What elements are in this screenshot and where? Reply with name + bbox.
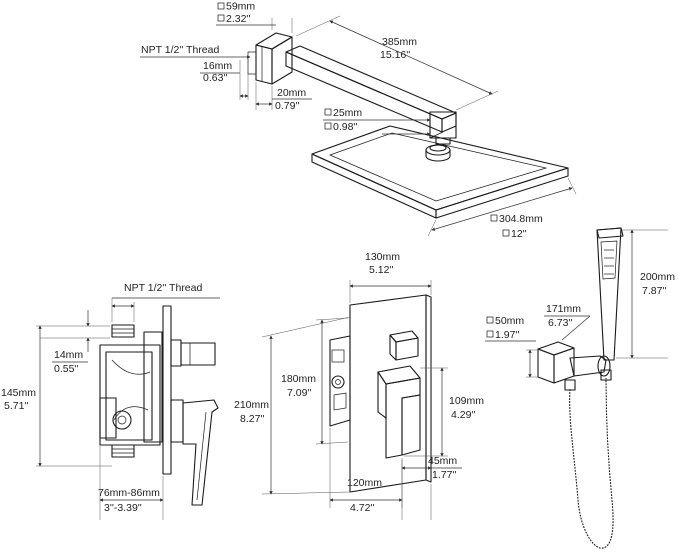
valve-rough-body-front: [329, 335, 351, 427]
dim-plate-width: 130mm 5.12'': [349, 251, 432, 303]
valve-side-wall-plate: [162, 305, 172, 475]
dim-valve-height: 145mm 5.71'': [1, 325, 112, 467]
dim-flange-square-mm: 59mm: [226, 1, 255, 13]
dim-valve-nipple: 14mm 0.55'': [40, 310, 110, 375]
dim-body-width: 120mm 4.72'': [329, 428, 403, 514]
dim-holder-length-in: 6.73'': [548, 317, 572, 329]
arm-thread-label: NPT 1/2'' Thread: [141, 44, 219, 56]
dim-holder-square: 50mm 1.97'': [485, 315, 538, 378]
dim-flange-square: 59mm 2.32'': [216, 1, 293, 33]
dim-plate-height-mm: 210mm: [234, 399, 269, 411]
dim-plate-width-mm: 130mm: [365, 251, 400, 263]
dim-thread-length-in: 0.63'': [203, 72, 227, 84]
dim-head-square-in: 12'': [511, 228, 527, 240]
dim-arm-length: 385mm 15.16'': [295, 15, 499, 111]
dim-thread-length-mm: 16mm: [203, 60, 232, 72]
dim-handle-depth-in: 1.77'': [432, 469, 456, 481]
dim-body-height: 180mm 7.09'': [281, 317, 349, 445]
dim-arm-square-mm: 25mm: [333, 107, 362, 119]
arm-wall-flange: [247, 32, 293, 85]
dim-handle-depth: 45mm 1.77'': [401, 455, 462, 520]
valve-thread-label: NPT 1/2'' Thread: [124, 282, 202, 294]
shower-hose: [564, 369, 615, 550]
dim-body-height-mm: 180mm: [281, 373, 316, 385]
shower-arm-assembly: 59mm 2.32'' NPT 1/2'' Thread 16mm 0.63''…: [140, 1, 577, 240]
dim-plate-height: 210mm 8.27'': [234, 316, 351, 495]
shower-arm: [285, 45, 457, 139]
dim-arm-square-in: 0.98'': [333, 121, 357, 133]
dim-handle-height: 109mm 4.29'': [404, 367, 484, 457]
dim-flange-depth: 20mm 0.79'': [255, 82, 312, 112]
dim-valve-depth: 76mm-86mm 3''-3.39'': [98, 446, 164, 520]
dim-valve-height-mm: 145mm: [1, 387, 36, 399]
dim-body-width-in: 4.72'': [350, 502, 374, 514]
dim-holder-length: 171mm 6.73'': [544, 303, 591, 341]
dim-handle-height-mm: 109mm: [449, 395, 484, 407]
dim-handheld-height: 200mm 7.87'': [616, 229, 675, 359]
valve-rough-in-body: [99, 324, 163, 458]
valve-side-view: NPT 1/2'' Thread 14mm 0.55'' 145mm 5.71'…: [1, 282, 220, 520]
dim-arm-thread: NPT 1/2'' Thread: [140, 44, 251, 59]
dim-valve-thread: NPT 1/2'' Thread: [111, 282, 220, 322]
dim-handle-depth-mm: 45mm: [428, 455, 457, 467]
valve-handle-side: [170, 399, 219, 506]
dim-arm-length-mm: 385mm: [382, 36, 417, 48]
dim-plate-width-in: 5.12'': [369, 264, 393, 276]
dim-flange-square-in: 2.32'': [226, 13, 250, 25]
handheld-shower: 200mm 7.87'' 171mm 6.73'' 50mm 1.97'': [485, 227, 675, 550]
diverter-knob-side: [170, 339, 216, 367]
dim-flange-depth-in: 0.79'': [275, 100, 299, 112]
dim-handle-height-in: 4.29'': [451, 409, 475, 421]
dim-holder-length-mm: 171mm: [546, 303, 581, 315]
dim-plate-height-in: 8.27'': [240, 413, 264, 425]
handheld-wall-holder: [537, 341, 611, 384]
dim-head-square: 304.8mm 12'': [427, 177, 577, 240]
dim-nipple-in: 0.55'': [54, 363, 78, 375]
swivel-connector: [425, 137, 451, 162]
dim-handheld-height-in: 7.87'': [642, 285, 666, 297]
dim-holder-square-in: 1.97'': [495, 329, 519, 341]
handheld-shower-head: [596, 227, 624, 361]
valve-handle-front: [377, 365, 421, 459]
dim-holder-square-mm: 50mm: [495, 315, 524, 327]
dim-valve-height-in: 5.71'': [4, 400, 28, 412]
rain-shower-head: [311, 125, 569, 219]
dim-arm-thread-length: 16mm 0.63'': [200, 60, 249, 100]
dim-body-width-mm: 120mm: [347, 477, 382, 489]
dim-handheld-height-mm: 200mm: [640, 271, 675, 283]
dim-body-height-in: 7.09'': [287, 387, 311, 399]
valve-front-view: 130mm 5.12'' 210mm 8.27'' 180mm 7.09'' 1…: [234, 251, 484, 520]
dim-valve-depth-in: 3''-3.39'': [104, 502, 142, 514]
dim-arm-square: 25mm 0.98'': [323, 107, 431, 136]
dim-arm-length-in: 15.16'': [380, 49, 410, 61]
valve-trim-plate: [349, 294, 432, 493]
dim-head-square-mm: 304.8mm: [499, 213, 543, 225]
diverter-knob-front: [389, 330, 419, 361]
dim-flange-depth-mm: 20mm: [277, 87, 306, 99]
dim-nipple-mm: 14mm: [54, 349, 83, 361]
dim-valve-depth-mm: 76mm-86mm: [98, 487, 160, 499]
